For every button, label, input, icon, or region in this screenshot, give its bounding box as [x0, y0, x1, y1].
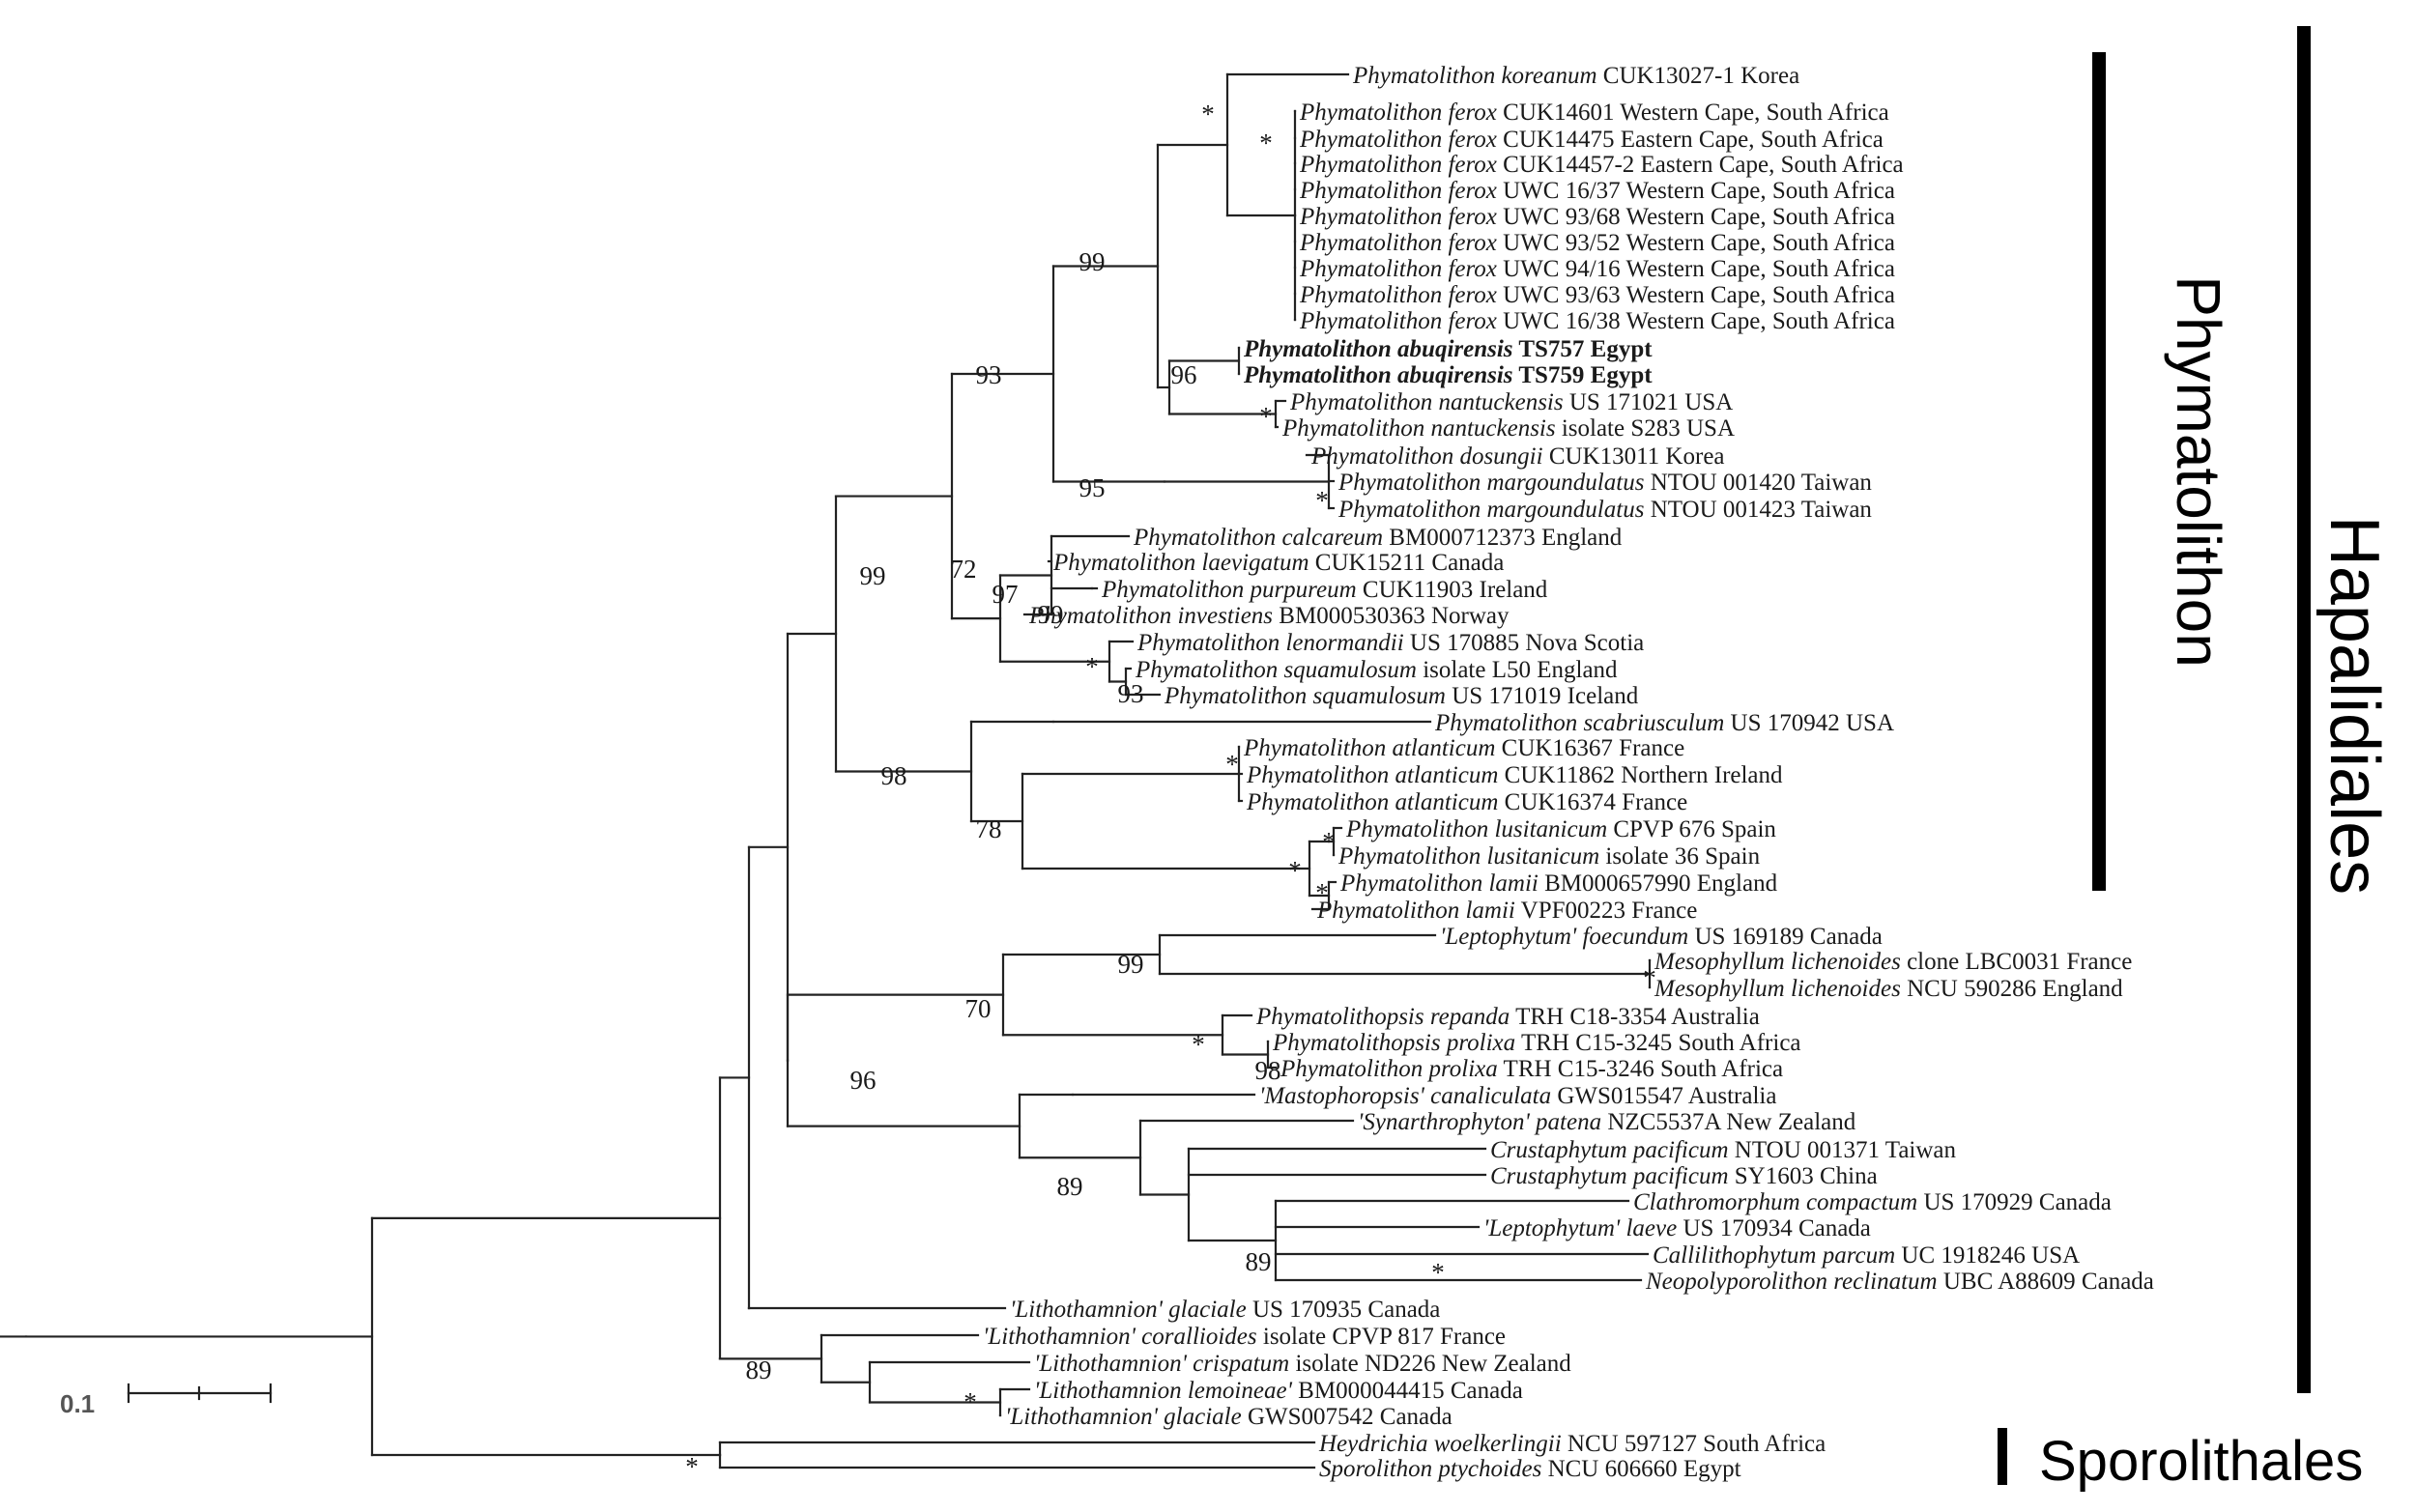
taxon-label: Phymatolithon atlanticum CUK16374 France: [1246, 789, 1687, 815]
support-value: 93: [1118, 679, 1144, 708]
support-value: *: [1085, 652, 1099, 681]
support-value: 89: [1246, 1247, 1272, 1276]
taxon-label: Heydrichia woelkerlingii NCU 597127 Sout…: [1318, 1431, 1826, 1457]
taxon-label: Phymatolithon ferox UWC 94/16 Western Ca…: [1299, 256, 1895, 282]
taxon-label: Phymatolithon purpureum CUK11903 Ireland: [1101, 577, 1548, 603]
support-value: *: [1288, 856, 1302, 885]
support-value: 95: [1079, 473, 1106, 502]
support-value: 72: [951, 555, 977, 584]
taxon-label: Phymatolithon ferox UWC 93/68 Western Ca…: [1299, 204, 1895, 230]
taxon-label: Phymatolithon lusitanicum CPVP 676 Spain: [1345, 816, 1776, 842]
taxon-label: Sporolithon ptychoides NCU 606660 Egypt: [1319, 1456, 1741, 1482]
support-value: 93: [976, 360, 1002, 389]
support-value: 78: [976, 814, 1002, 843]
taxon-label: 'Leptophytum' laeve US 170934 Canada: [1483, 1215, 1871, 1241]
taxon-label: 'Lithothamnion' glaciale GWS007542 Canad…: [1005, 1404, 1452, 1430]
taxon-label: Mesophyllum lichenoides clone LBC0031 Fr…: [1654, 949, 2132, 975]
clade-label-hapalidiales: Hapalidiales: [2315, 516, 2393, 895]
support-value: 98: [1255, 1056, 1281, 1085]
taxon-label: Phymatolithon nantuckensis isolate S283 …: [1281, 415, 1735, 442]
support-value: *: [1225, 750, 1239, 779]
taxon-labels: Phymatolithon koreanum CUK13027-1 KoreaP…: [983, 63, 2154, 1482]
support-value: *: [1315, 486, 1329, 515]
taxon-label: 'Lithothamnion' corallioides isolate CPV…: [983, 1324, 1506, 1350]
taxon-label: Clathromorphum compactum US 170929 Canad…: [1633, 1189, 2112, 1215]
taxon-label: Phymatolithon ferox CUK14601 Western Cap…: [1299, 100, 1889, 126]
support-value: *: [1192, 1030, 1205, 1059]
support-value: 89: [1057, 1172, 1083, 1201]
taxon-label: Callilithophytum parcum UC 1918246 USA: [1653, 1242, 2080, 1269]
support-value: *: [1431, 1258, 1445, 1287]
taxon-label: 'Leptophytum' foecundum US 169189 Canada: [1440, 924, 1883, 950]
taxon-label: Phymatolithon lamii BM000657990 England: [1339, 870, 1778, 897]
support-value: 99: [1079, 247, 1106, 276]
support-value: *: [685, 1452, 699, 1481]
support-value: *: [964, 1387, 977, 1416]
support-value: 98: [881, 761, 907, 790]
taxon-label: Phymatolithon atlanticum CUK11862 Northe…: [1246, 762, 1783, 788]
taxon-label: Phymatolithon squamulosum US 171019 Icel…: [1164, 683, 1639, 709]
support-value: *: [1259, 128, 1273, 157]
support-value: *: [1315, 878, 1329, 907]
taxon-label: Phymatolithon margoundulatus NTOU 001423…: [1337, 497, 1872, 523]
support-value: 89: [746, 1355, 772, 1384]
support-values: * * 99 96 * 93 95 * 99 72 97 99 * 93 98 * 78 * * * 99 * 70 * 98 9…: [685, 100, 1656, 1481]
taxon-label: 'Lithothamnion' glaciale US 170935 Canad…: [1010, 1297, 1440, 1323]
taxon-label: Phymatolithon ferox CUK14457-2 Eastern C…: [1299, 152, 1904, 178]
taxon-label: Phymatolithon ferox UWC 16/38 Western Ca…: [1299, 308, 1895, 334]
taxon-label: 'Mastophoropsis' canaliculata GWS015547 …: [1259, 1083, 1776, 1109]
clade-sporolithales: Sporolithales: [1998, 1428, 2363, 1493]
clade-label-sporolithales: Sporolithales: [2039, 1430, 2363, 1493]
taxon-label: Phymatolithon ferox CUK14475 Eastern Cap…: [1299, 127, 1884, 153]
taxon-label: Phymatolithopsis repanda TRH C18-3354 Au…: [1255, 1004, 1760, 1030]
taxon-label: Phymatolithon margoundulatus NTOU 001420…: [1337, 470, 1872, 496]
taxon-label: Phymatolithon abuqirensis TS759 Egypt: [1243, 362, 1653, 388]
scale-bar-label: 0.1: [60, 1389, 95, 1418]
taxon-label: Phymatolithon laevigatum CUK15211 Canada: [1052, 550, 1504, 576]
clade-phymatolithon: Phymatolithon: [2092, 52, 2233, 891]
clade-hapalidiales: Hapalidiales: [2297, 26, 2393, 1393]
support-value: *: [1201, 100, 1215, 128]
support-value: 70: [965, 994, 992, 1023]
support-value: 96: [850, 1066, 877, 1095]
taxon-label: Phymatolithon lamii VPF00223 France: [1316, 898, 1697, 924]
tree-branches: [0, 72, 1652, 1469]
taxon-label: Phymatolithon lusitanicum isolate 36 Spa…: [1337, 843, 1761, 870]
taxon-label: Phymatolithon koreanum CUK13027-1 Korea: [1352, 63, 1799, 89]
support-value: *: [1259, 402, 1273, 431]
taxon-label: Phymatolithopsis prolixa TRH C15-3245 So…: [1272, 1030, 1801, 1056]
support-value: 99: [1118, 950, 1144, 979]
scale-bar: 0.1: [60, 1383, 273, 1418]
taxon-label: Mesophyllum lichenoides NCU 590286 Engla…: [1654, 976, 2123, 1002]
taxon-label: Crustaphytum pacificum SY1603 China: [1490, 1163, 1878, 1189]
taxon-label: Phymatolithon lenormandii US 170885 Nova…: [1136, 630, 1644, 656]
taxon-label: Phymatolithon investiens BM000530363 Nor…: [1028, 603, 1510, 629]
support-value: 99: [1038, 600, 1064, 629]
support-value: *: [1322, 827, 1336, 856]
support-value: 99: [860, 561, 886, 590]
taxon-label: Phymatolithon prolixa TRH C15-3246 South…: [1280, 1056, 1783, 1082]
taxon-label: Phymatolithon dosungii CUK13011 Korea: [1310, 443, 1725, 470]
taxon-label: Phymatolithon ferox UWC 93/52 Western Ca…: [1299, 230, 1895, 256]
taxon-label: Phymatolithon nantuckensis US 171021 USA: [1289, 389, 1733, 415]
taxon-label: Phymatolithon calcareum BM000712373 Engl…: [1133, 525, 1623, 551]
support-value: 97: [992, 580, 1019, 609]
taxon-label: 'Lithothamnion lemoineae' BM000044415 Ca…: [1034, 1378, 1523, 1404]
taxon-label: Phymatolithon squamulosum isolate L50 En…: [1135, 657, 1618, 683]
support-value: *: [1643, 963, 1656, 992]
taxon-label: Neopolyporolithon reclinatum UBC A88609 …: [1645, 1269, 2154, 1295]
taxon-label: Phymatolithon scabriusculum US 170942 US…: [1434, 710, 1894, 736]
taxon-label: Phymatolithon atlanticum CUK16367 France: [1243, 735, 1684, 761]
taxon-label: Crustaphytum pacificum NTOU 001371 Taiwa…: [1490, 1137, 1957, 1163]
taxon-label: Phymatolithon abuqirensis TS757 Egypt: [1243, 336, 1653, 362]
taxon-label: 'Synarthrophyton' patena NZC5537A New Ze…: [1358, 1109, 1856, 1135]
support-value: 96: [1171, 360, 1197, 389]
taxon-label: Phymatolithon ferox UWC 93/63 Western Ca…: [1299, 282, 1895, 308]
taxon-label: 'Lithothamnion' crispatum isolate ND226 …: [1034, 1351, 1571, 1377]
clade-label-phymatolithon: Phymatolithon: [2164, 275, 2233, 668]
taxon-label: Phymatolithon ferox UWC 16/37 Western Ca…: [1299, 178, 1895, 204]
